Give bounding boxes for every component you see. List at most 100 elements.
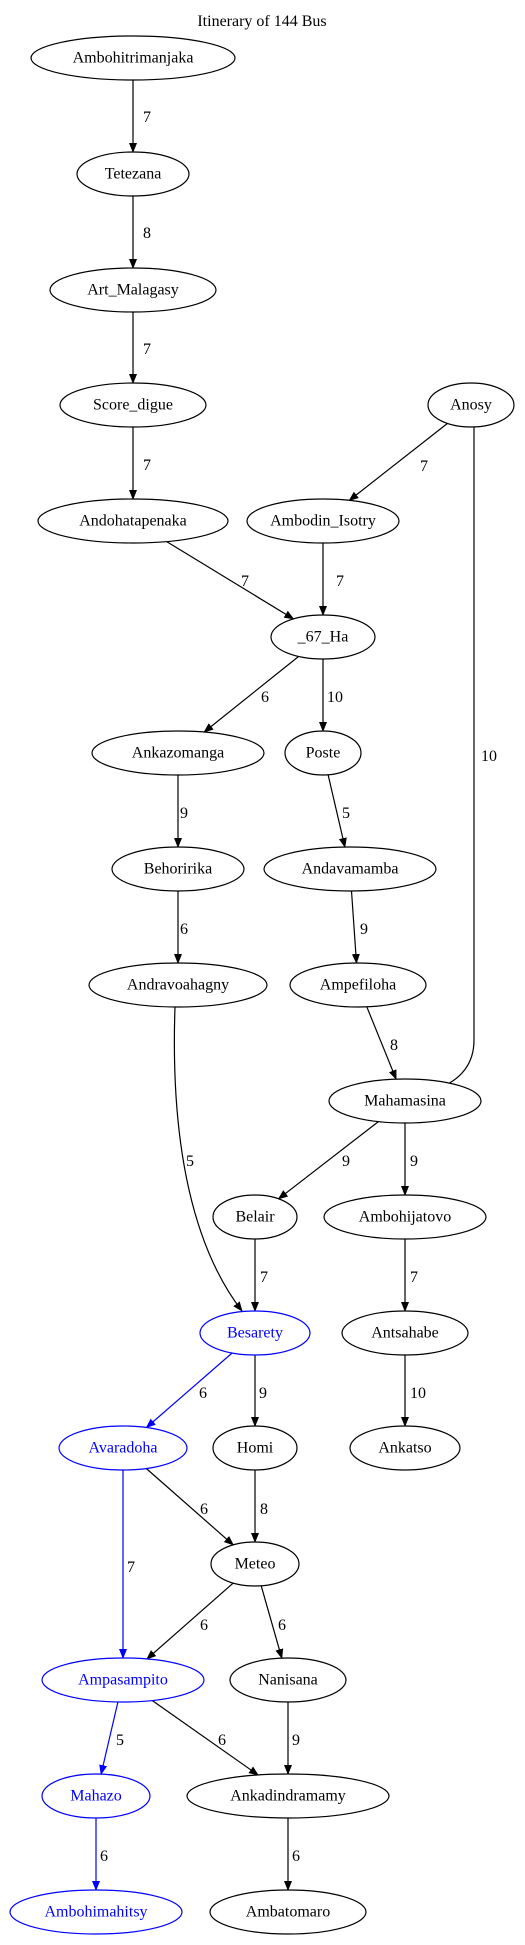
node-label-Ambohitrimanjaka: Ambohitrimanjaka [73,50,194,67]
node-label-Avaradoha: Avaradoha [89,1440,158,1457]
edge-Andavamamba-to-Ampefiloha [350,890,360,964]
node-shape-Nanisana [229,1657,347,1703]
edge-Anosy-to-Mahamasina [436,427,475,1090]
node-Art_Malagasy: Art_Malagasy [49,267,217,313]
edge-Andravoahagny-to-Besarety [173,1006,243,1312]
node-Andohatapenaka: Andohatapenaka [37,498,229,544]
node-label-Ambodin_Isotry: Ambodin_Isotry [270,513,376,530]
node-Score_digue: Score_digue [59,382,207,428]
edge-label-Ampasampito-to-Mahazo: 5 [116,1732,124,1749]
node-label-Ambohimahitsy: Ambohimahitsy [44,1904,147,1921]
edge-Poste-to-Andavamamba [327,774,347,848]
node-Ampefiloha: Ampefiloha [289,962,427,1008]
node-shape-Ampasampito [41,1657,205,1703]
node-Tetezana: Tetezana [76,151,190,197]
node-Ambatomaro: Ambatomaro [209,1889,367,1935]
node-Ampasampito: Ampasampito [41,1657,205,1703]
node-label-Mahazo: Mahazo [70,1788,122,1805]
edge-Avaradoha-to-Meteo [145,1468,234,1546]
node-Ankatso: Ankatso [349,1425,461,1471]
node-shape-Andravoahagny [88,962,268,1008]
edge-label-Belair-to-Besarety: 7 [260,1269,268,1286]
node-label-Ambatomaro: Ambatomaro [246,1904,330,1921]
edge-label-Ankadindramamy-to-Ambatomaro: 6 [292,1848,300,1865]
edge-label-Meteo-to-Ampasampito: 6 [200,1617,208,1634]
node-shape-Ampefiloha [289,962,427,1008]
node-Ankazomanga: Ankazomanga [91,730,265,776]
node-label-Besarety: Besarety [227,1325,283,1342]
edge-label-Andavamamba-to-Ampefiloha: 9 [360,921,368,938]
edge-Ampasampito-to-Mahazo [99,1701,119,1776]
node-label-Homi: Homi [237,1440,274,1457]
node-label-Ampasampito: Ampasampito [78,1672,168,1689]
edge-label-Besarety-to-Avaradoha: 6 [199,1385,207,1402]
node-shape-Poste [284,730,362,776]
node-label-Tetezana: Tetezana [105,166,162,183]
edge-Meteo-to-Nanisana [260,1585,284,1660]
edge-label-Tetezana-to-Art_Malagasy: 8 [143,225,151,242]
node-shape-Behoririka [111,846,245,892]
node-Meteo: Meteo [210,1541,300,1587]
edge-label-Avaradoha-to-Ampasampito: 7 [127,1559,135,1576]
edge-label-Anosy-to-Ambodin_Isotry: 7 [420,458,428,475]
node-label-Ankatso: Ankatso [378,1440,431,1457]
edge-label-Mahazo-to-Ambohimahitsy: 6 [100,1848,108,1865]
node-label-Score_digue: Score_digue [93,397,173,414]
node-label-Antsahabe: Antsahabe [371,1325,439,1342]
node-label-Poste: Poste [306,745,341,762]
node-shape-Besarety [199,1310,311,1356]
edge-label-Mahamasina-to-Ambohijatovo: 9 [410,1153,418,1170]
node-shape-Tetezana [76,151,190,197]
node-shape-Mahazo [41,1773,151,1819]
edge-label-Score_digue-to-Andohatapenaka: 7 [143,457,151,474]
edge-Andohatapenaka-to-_67_Ha [166,541,295,620]
node-label-Andavamamba: Andavamamba [302,861,399,878]
edge-label-Meteo-to-Nanisana: 6 [278,1617,286,1634]
node-Nanisana: Nanisana [229,1657,347,1703]
node-label-Anosy: Anosy [450,397,492,414]
node-label-_67_Ha: _67_Ha [297,629,349,646]
node-shape-Andavamamba [263,846,437,892]
node-shape-Ankatso [349,1425,461,1471]
node-shape-Meteo [210,1541,300,1587]
node-label-Ankazomanga: Ankazomanga [132,745,224,762]
node-shape-Andohatapenaka [37,498,229,544]
node-label-Ambohijatovo: Ambohijatovo [359,1209,451,1226]
node-Ambohijatovo: Ambohijatovo [323,1194,487,1240]
node-shape-Anosy [427,382,515,428]
edge-label-Mahamasina-to-Belair: 9 [342,1153,350,1170]
edge-Anosy-to-Ambodin_Isotry [348,422,448,502]
node-shape-Ambohimahitsy [9,1889,183,1935]
graph-title: Itinerary of 144 Bus [197,13,326,30]
node-shape-Homi [212,1425,298,1471]
edge-label-_67_Ha-to-Poste: 10 [327,689,343,706]
node-label-Ankadindramamy: Ankadindramamy [230,1788,346,1805]
node-shape-Ankadindramamy [186,1773,390,1819]
edge-label-Besarety-to-Homi: 9 [259,1385,267,1402]
node-Mahamasina: Mahamasina [328,1078,482,1124]
node-label-Mahamasina: Mahamasina [364,1093,446,1110]
edge-Meteo-to-Ampasampito [146,1582,234,1660]
node-shape-_67_Ha [270,614,376,660]
edge-label-Andohatapenaka-to-_67_Ha: 7 [241,573,249,590]
node-Ambohitrimanjaka: Ambohitrimanjaka [30,35,236,81]
node-shape-Ambohitrimanjaka [30,35,236,81]
edge-label-Nanisana-to-Ankadindramamy: 9 [292,1732,300,1749]
node-Belair: Belair [212,1194,298,1240]
edge-label-Antsahabe-to-Ankatso: 10 [410,1385,426,1402]
node-label-Art_Malagasy: Art_Malagasy [87,282,179,299]
node-label-Meteo: Meteo [235,1556,276,1573]
edge-Ampefiloha-to-Mahamasina [366,1006,397,1081]
edge-label-Art_Malagasy-to-Score_digue: 7 [143,341,151,358]
node-shape-Belair [212,1194,298,1240]
node-shape-Ankazomanga [91,730,265,776]
node-label-Andohatapenaka: Andohatapenaka [79,513,187,530]
node-Ankadindramamy: Ankadindramamy [186,1773,390,1819]
node-Avaradoha: Avaradoha [58,1425,188,1471]
edge-label-Ampasampito-to-Ankadindramamy: 6 [218,1732,226,1749]
edge-label-Poste-to-Andavamamba: 5 [342,805,350,822]
node-Anosy: Anosy [427,382,515,428]
node-label-Andravoahagny: Andravoahagny [127,977,229,994]
